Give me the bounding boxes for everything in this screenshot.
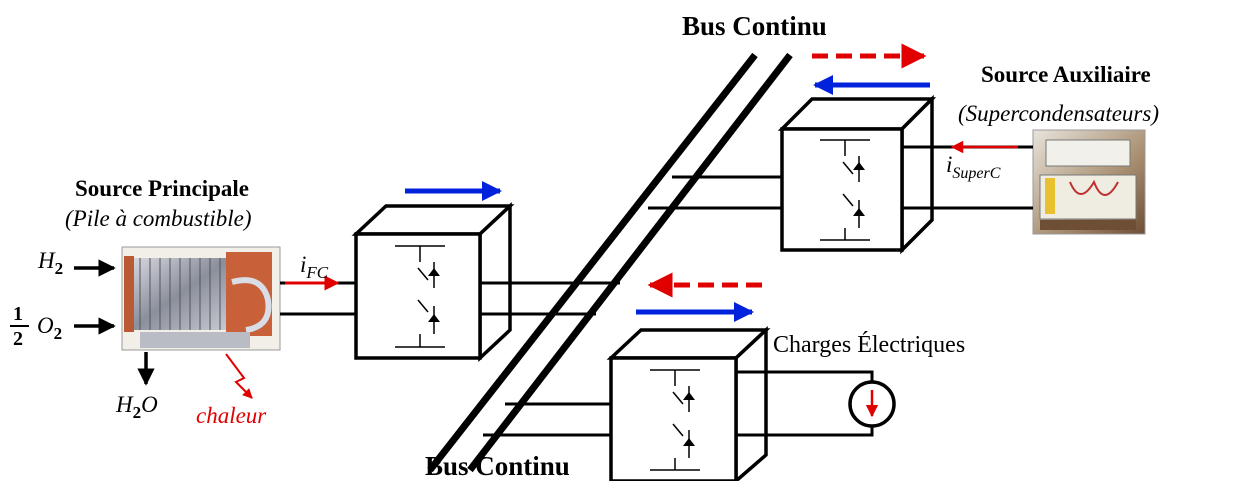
aux-source-subtitle: (Supercondensateurs) [958,101,1159,126]
heat-arrow [225,353,253,399]
aux-source-title: Source Auxiliaire [981,62,1151,87]
converter-fuel-cell [351,201,515,363]
h2-input: H2 [37,248,116,278]
supercap-output-lines [902,140,1033,210]
converter-supercap-bus-links [648,175,782,210]
converter-supercap [777,94,937,255]
main-source-title: Source Principale [75,176,249,201]
h2o-output: H2O [115,352,158,422]
i-superc-label: iSuperC [946,152,1001,182]
svg-text:O2: O2 [37,313,62,343]
converter-fc-bus-links [480,281,620,316]
main-source-subtitle: (Pile à combustible) [65,206,252,231]
supercap-photo [1032,129,1146,235]
svg-text:H2O: H2O [115,392,158,422]
o2-input: 1 2 O2 [10,303,116,350]
heat-label: chaleur [196,403,267,428]
fc-output-lines [280,275,356,316]
loads-label: Charges Électriques [773,332,965,358]
bus-label-bottom: Bus Continu [425,451,570,481]
svg-text:H2: H2 [37,248,63,278]
svg-text:1: 1 [13,303,23,325]
fuel-cell-photo [121,246,281,351]
svg-text:2: 2 [13,328,23,350]
load-current-source [736,370,896,437]
dc-bus [427,52,793,473]
bus-label: Bus Continu [682,11,827,41]
i-fc-label: iFC [300,252,329,282]
converter-loads [606,325,771,481]
converter-loads-bus-links [483,402,611,437]
